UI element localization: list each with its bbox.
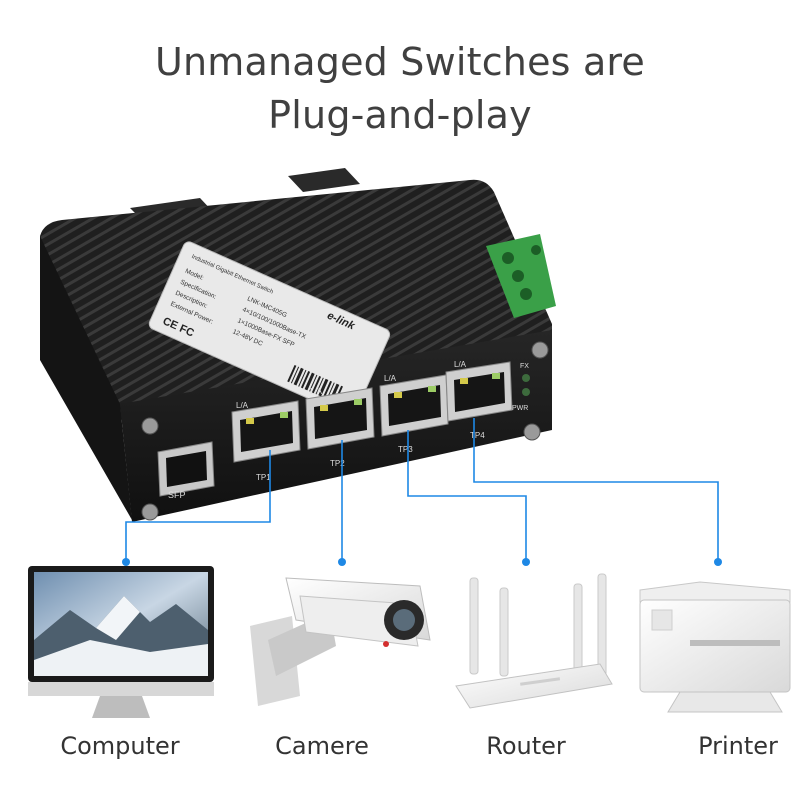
port-led-label: L/A [310,387,323,396]
connector-dot [522,558,530,566]
port-led-label: L/A [454,360,467,369]
connector-dot [122,558,130,566]
rj45-port-4 [445,361,513,422]
port-led-label: L/A [236,401,249,410]
page-title-line-2: Plug-and-play [268,93,532,137]
router-icon [455,573,613,709]
rj45-port-1 [231,400,301,463]
device-label-printer: Printer [698,732,778,760]
printer-icon [639,581,791,713]
pwr-led-icon [522,388,530,396]
rj45-port-3 [379,374,449,437]
sfp-port [157,441,215,497]
fx-led-icon [522,374,530,382]
sfp-label: SFP [168,490,186,500]
industrial-switch: e-link Industrial Gigabit Ethernet Switc… [40,168,556,522]
pwr-label: PWR [512,405,528,412]
page-title-line-1: Unmanaged Switches are [154,40,645,84]
screw-icon [141,503,159,521]
power-terminal-block [486,234,556,318]
device-label-computer: Computer [60,732,180,760]
port-led-label: L/A [384,374,397,383]
connector-dot [338,558,346,566]
connector-dot [714,558,722,566]
screw-icon [523,423,541,441]
device-label-camera: Camere [275,732,369,760]
connector-line-computer [125,450,271,562]
screw-icon [141,417,159,435]
switch-side [40,236,132,520]
connector-line-router [407,430,527,562]
camera-icon [250,577,431,706]
connector-lines [125,418,719,562]
screw-icon [531,341,549,359]
fx-label: FX [520,363,529,370]
din-rail-clip [288,168,360,192]
device-label-router: Router [486,732,566,760]
barcode-icon [287,364,343,403]
port-name-2: TP2 [330,459,345,468]
computer-icon [28,566,214,718]
rj45-port-2 [305,387,375,450]
port-name-3: TP3 [398,445,413,454]
connector-line-printer [473,418,719,562]
port-name-1: TP1 [256,473,271,482]
port-name-4: TP4 [470,431,485,440]
product-label: e-link Industrial Gigabit Ethernet Switc… [148,241,391,417]
